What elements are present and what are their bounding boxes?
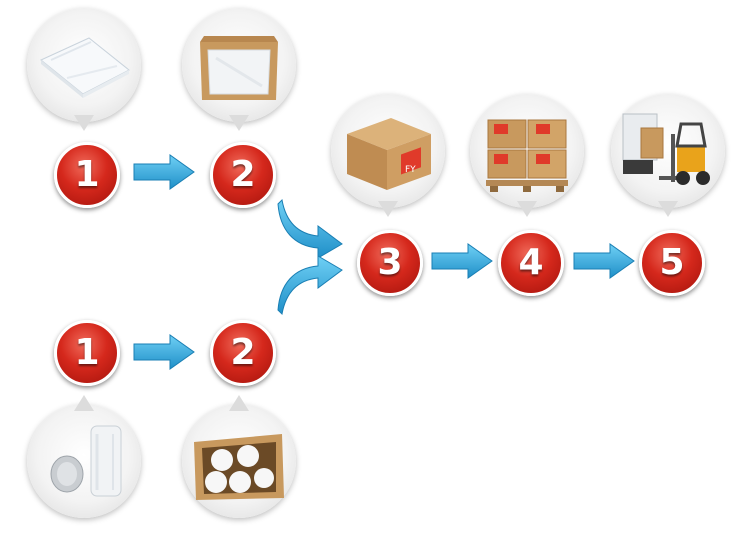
forklift-bubble xyxy=(611,94,725,217)
step-number: 4 xyxy=(518,242,544,283)
arrow-right-icon xyxy=(431,243,493,279)
open-box-film-bubble xyxy=(182,8,296,131)
step-badge-top-2: 2 xyxy=(210,142,276,208)
step-badge-bottom-1: 1 xyxy=(54,320,120,386)
curved-arrow-up-icon xyxy=(277,255,343,316)
step-badge-5: 5 xyxy=(639,230,705,296)
step-badge-3: 3 xyxy=(357,230,423,296)
arrow-right-icon xyxy=(133,334,195,370)
step-number: 2 xyxy=(230,154,256,195)
tube-roll-icon xyxy=(50,425,122,497)
tube-roll-bubble xyxy=(27,395,141,518)
step-badge-top-1: 1 xyxy=(54,142,120,208)
box-brand-label: FY xyxy=(405,165,416,175)
curved-arrow-down-icon xyxy=(277,198,343,259)
arrow-right-icon xyxy=(573,243,635,279)
sealed-box-icon: FY xyxy=(347,118,431,190)
box-of-rolls-bubble xyxy=(182,395,296,518)
film-sheets-icon xyxy=(40,37,130,98)
box-of-rolls-icon xyxy=(194,434,284,500)
forklift-icon xyxy=(622,113,710,185)
film-sheets-bubble xyxy=(27,8,141,131)
sealed-box-bubble: FY xyxy=(331,94,445,217)
step-number: 3 xyxy=(377,242,403,283)
step-number: 1 xyxy=(74,154,100,195)
open-box-icon xyxy=(200,36,278,100)
step-badge-4: 4 xyxy=(498,230,564,296)
step-number: 1 xyxy=(74,332,100,373)
pallet-bubble xyxy=(470,94,584,217)
step-badge-bottom-2: 2 xyxy=(210,320,276,386)
step-number: 2 xyxy=(230,332,256,373)
arrow-right-icon xyxy=(133,154,195,190)
step-number: 5 xyxy=(659,242,685,283)
pallet-icon xyxy=(486,119,568,192)
